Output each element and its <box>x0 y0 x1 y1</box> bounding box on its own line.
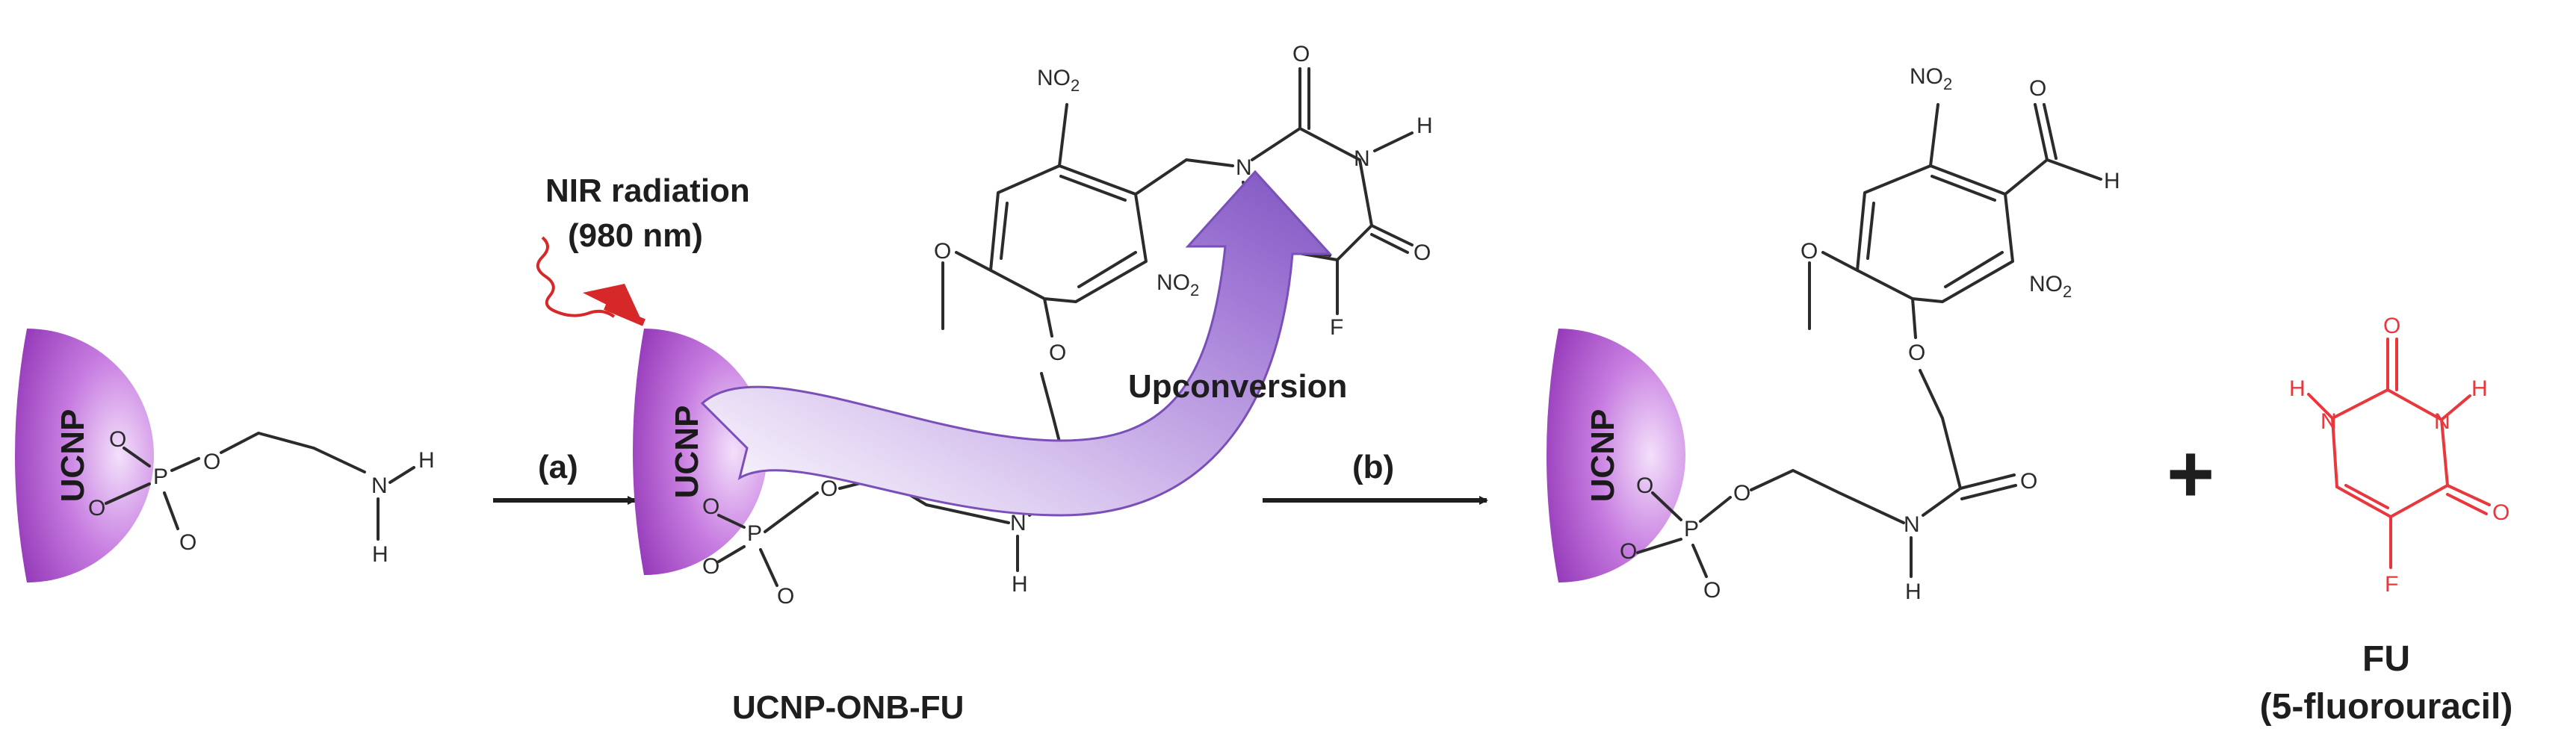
upconversion-label: Upconversion <box>1128 368 1347 405</box>
step-b-label: (b) <box>1352 449 1394 485</box>
nir-label-line2: (980 nm) <box>568 217 703 254</box>
atom-o-2a: O <box>702 494 719 519</box>
nir-label-line1: NIR radiation <box>545 173 750 209</box>
no2-lower-1: NO2 <box>1157 270 1199 299</box>
atom-n-fu-1: N <box>2320 409 2337 434</box>
product-name-label: UCNP-ONB-FU <box>732 689 964 726</box>
atom-o-4f: O <box>1908 341 1925 365</box>
atom-f-1: F <box>1330 315 1343 340</box>
step-a-label: (a) <box>538 449 578 485</box>
no2-top-1: NO2 <box>1037 66 1080 95</box>
atom-o-1b: O <box>88 496 105 521</box>
atom-o-2f: O <box>1049 341 1066 365</box>
atom-o-2d: O <box>820 476 837 501</box>
atom-h-5: H <box>1905 580 1922 604</box>
atom-n-5: N <box>1904 512 1920 537</box>
atom-f-fu: F <box>2385 572 2398 597</box>
aldehyde-conjugate-molecule: O P O O O N H O O O NO2 NO2 <box>1620 64 2120 604</box>
ucnp-label-2: UCNP <box>669 406 705 499</box>
no2-lower-2: NO2 <box>2029 272 2072 301</box>
atom-p-4: P <box>1684 517 1699 541</box>
atom-h-3: H <box>1417 114 1433 138</box>
atom-n-4: N <box>1354 146 1370 171</box>
atom-o-4d: O <box>1733 481 1750 506</box>
atom-o-2b: O <box>702 554 719 579</box>
atom-o-4e: O <box>2020 469 2037 494</box>
atom-o-fu-2: O <box>2492 500 2510 525</box>
no2-top-2: NO2 <box>1910 64 1952 93</box>
ucnp-particle-3: UCNP <box>1546 329 1685 582</box>
atom-h-1a: H <box>418 448 435 473</box>
atom-o-3a: O <box>1292 42 1310 66</box>
atom-o-2c: O <box>777 584 794 609</box>
ucnp-particle-1: UCNP <box>15 329 154 582</box>
upconversion-arrow: Upconversion <box>700 170 1347 517</box>
plus-sign: + <box>2167 428 2214 520</box>
nir-radiation: NIR radiation (980 nm) <box>536 173 750 326</box>
atom-o-4b: O <box>1620 539 1637 564</box>
atom-h-4: H <box>2104 169 2120 193</box>
phosphate-amine-molecule: O O P O O N H H <box>88 427 435 567</box>
atom-h-2: H <box>1012 572 1028 597</box>
atom-o-3b: O <box>1414 240 1431 265</box>
atom-o-1d: O <box>203 450 220 474</box>
ucnp-onb-fu-molecule: O P O O O N H O O O NO2 NO2 N <box>702 42 1433 609</box>
atom-h-fu-1: H <box>2289 376 2306 401</box>
atom-o-2g: O <box>934 239 951 264</box>
fu-label: FU <box>2362 639 2410 679</box>
ucnp-label-3: UCNP <box>1585 409 1621 503</box>
atom-o-4g: O <box>1801 239 1818 264</box>
fluorouracil-molecule: O N H N H O F <box>2289 314 2510 597</box>
atom-n-1: N <box>371 473 388 498</box>
atom-o-fu-1: O <box>2383 314 2400 338</box>
atom-o-4c: O <box>1703 578 1721 603</box>
atom-p-1: P <box>153 465 168 489</box>
atom-o-1a: O <box>109 427 126 452</box>
atom-o-4h: O <box>2029 76 2046 101</box>
atom-n-fu-2: N <box>2434 409 2450 434</box>
atom-n-2: N <box>1010 511 1027 535</box>
atom-o-1c: O <box>179 530 196 555</box>
ucnp-label-1: UCNP <box>55 409 91 503</box>
fu-full-name: (5-fluorouracil) <box>2260 687 2513 727</box>
atom-h-fu-2: H <box>2471 376 2488 401</box>
step-b-arrow: (b) <box>1263 449 1488 505</box>
atom-o-4a: O <box>1636 473 1653 498</box>
step-a-arrow: (a) <box>493 449 637 505</box>
atom-h-1b: H <box>372 542 388 567</box>
atom-p-2: P <box>747 521 762 546</box>
atom-n-3: N <box>1236 155 1252 180</box>
nir-wave-icon <box>536 236 616 318</box>
